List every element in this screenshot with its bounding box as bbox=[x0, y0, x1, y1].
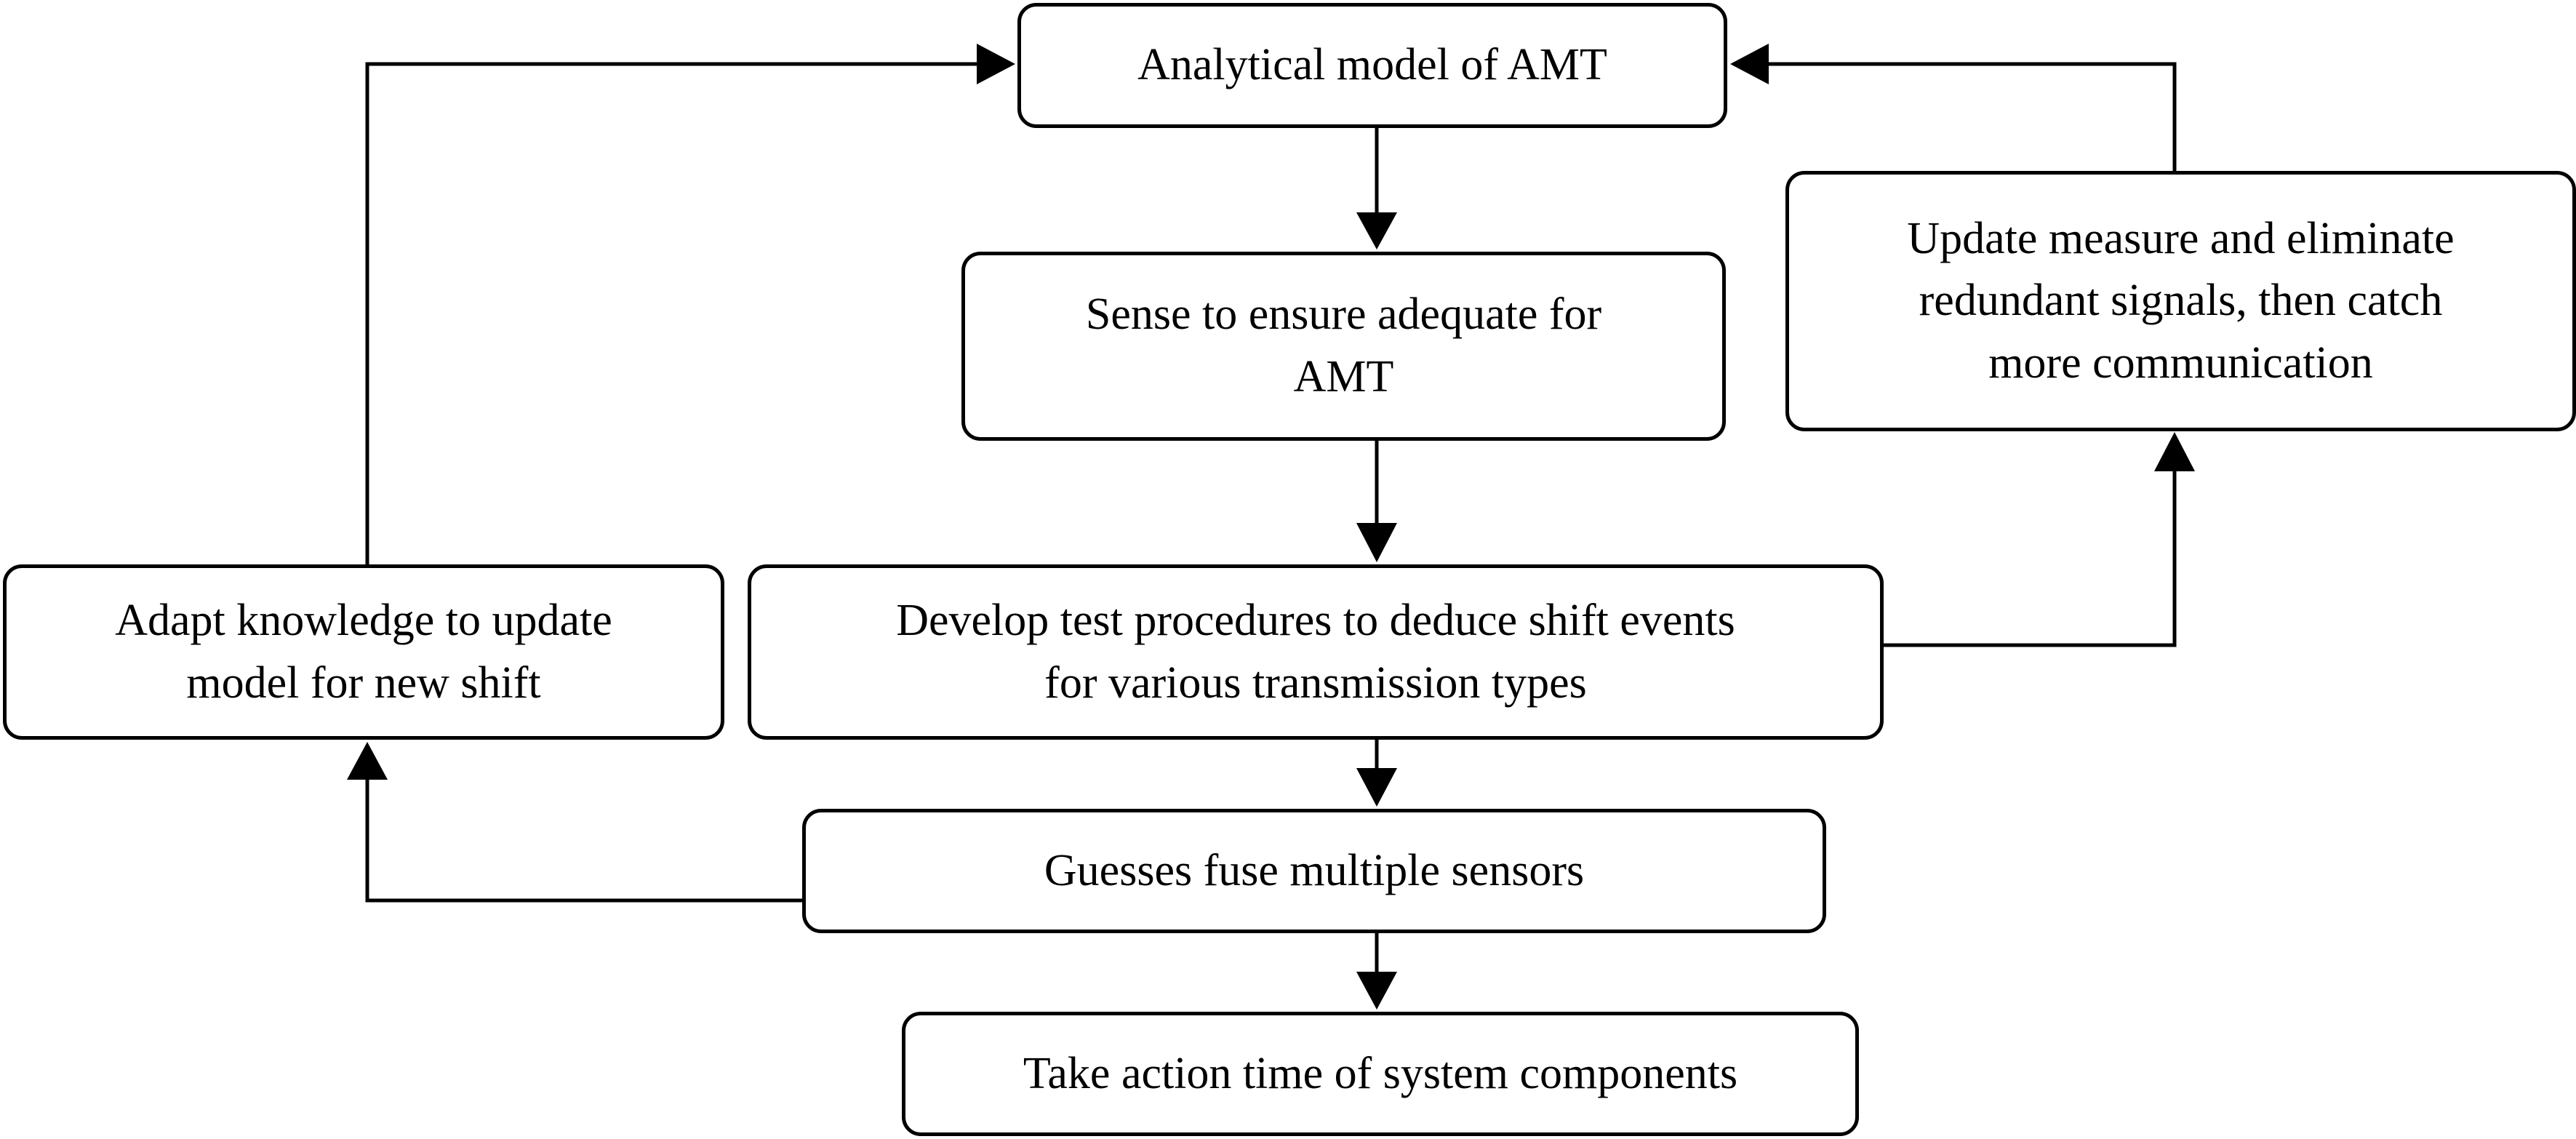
arrowhead-into-guesses bbox=[1356, 768, 1397, 807]
arrowhead-into-analytical-left bbox=[977, 44, 1015, 84]
arrowhead-into-update bbox=[2154, 432, 2195, 471]
arrowhead-into-analytical-right bbox=[1730, 44, 1769, 84]
arrowhead-into-develop bbox=[1356, 523, 1397, 562]
node-adapt-knowledge: Adapt knowledge to update model for new … bbox=[3, 564, 724, 740]
arrowhead-into-sense bbox=[1356, 212, 1397, 249]
node-sense: Sense to ensure adequate for AMT bbox=[961, 252, 1726, 441]
node-analytical-model-label: Analytical model of AMT bbox=[1137, 40, 1607, 90]
edge-adapt-to-analytical bbox=[365, 62, 978, 564]
edge-update-to-analytical bbox=[1767, 62, 2177, 171]
node-adapt-knowledge-label: Adapt knowledge to update model for new … bbox=[115, 595, 612, 708]
node-update-measure-label: Update measure and eliminate redundant s… bbox=[1907, 213, 2455, 388]
node-take-action: Take action time of system components bbox=[902, 1012, 1859, 1136]
edge-develop-to-update bbox=[1884, 469, 2177, 647]
arrowhead-into-adapt bbox=[347, 742, 388, 780]
node-take-action-label: Take action time of system components bbox=[1023, 1048, 1738, 1098]
node-analytical-model: Analytical model of AMT bbox=[1017, 3, 1727, 128]
node-develop-tests-label: Develop test procedures to deduce shift … bbox=[896, 595, 1735, 708]
node-guesses-fuse-label: Guesses fuse multiple sensors bbox=[1044, 845, 1585, 895]
node-develop-tests: Develop test procedures to deduce shift … bbox=[748, 564, 1884, 740]
node-guesses-fuse: Guesses fuse multiple sensors bbox=[802, 809, 1826, 933]
node-update-measure: Update measure and eliminate redundant s… bbox=[1785, 171, 2576, 431]
arrowhead-into-take-action bbox=[1356, 972, 1397, 1010]
node-sense-label: Sense to ensure adequate for AMT bbox=[1085, 289, 1602, 401]
edge-guesses-to-adapt bbox=[365, 778, 802, 903]
